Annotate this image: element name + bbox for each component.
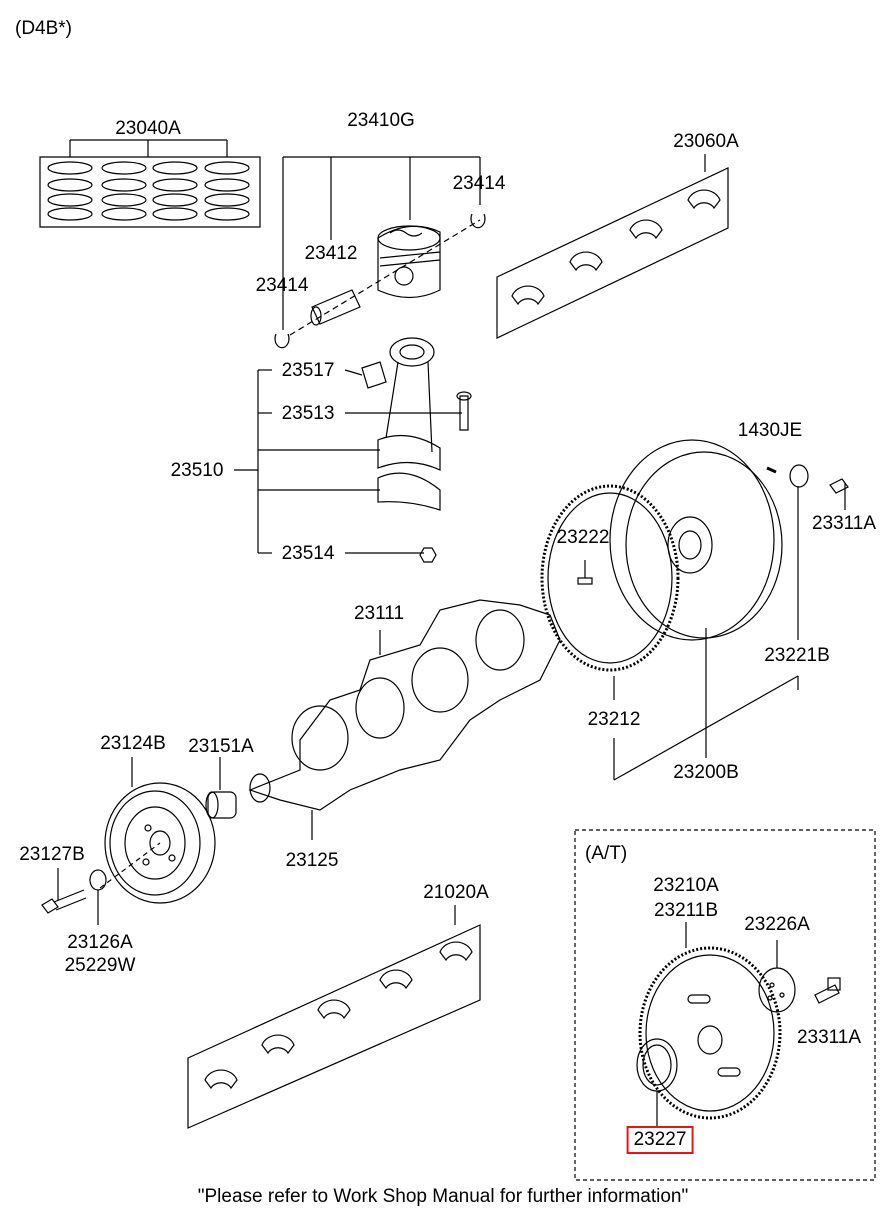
flywheel-illustration (540, 439, 849, 781)
part-label-25229W[interactable]: 25229W (64, 955, 136, 976)
damper-pulley-illustration (41, 757, 237, 925)
part-label-23414-left[interactable]: 23414 (255, 275, 309, 296)
part-label-23060A[interactable]: 23060A (673, 131, 739, 152)
part-label-23517[interactable]: 23517 (281, 360, 335, 381)
part-label-23200B[interactable]: 23200B (673, 762, 739, 783)
part-label-23311A-top[interactable]: 23311A (811, 513, 877, 534)
part-label-23227-highlighted[interactable]: 23227 (626, 1126, 694, 1154)
part-label-23410G[interactable]: 23410G (347, 110, 415, 131)
part-label-1430JE[interactable]: 1430JE (737, 420, 803, 441)
part-label-23125[interactable]: 23125 (285, 850, 339, 871)
connecting-rod-illustration (234, 337, 472, 563)
part-label-23127B[interactable]: 23127B (19, 844, 85, 865)
crankshaft-illustration (248, 599, 561, 840)
part-label-23040A[interactable]: 23040A (115, 118, 181, 139)
upper-bearing-shells-illustration (496, 154, 729, 339)
part-label-23221B[interactable]: 23221B (764, 645, 830, 666)
part-label-23111[interactable]: 23111 (353, 603, 405, 624)
lower-bearing-shells-illustration (187, 905, 481, 1129)
part-label-23211B[interactable]: 23211B (653, 900, 719, 921)
variant-label: (D4B*) (15, 18, 73, 39)
part-label-23222[interactable]: 23222 (556, 527, 610, 548)
at-section-label: (A/T) (585, 843, 628, 864)
part-label-23514[interactable]: 23514 (281, 543, 335, 564)
part-label-23124B[interactable]: 23124B (100, 733, 166, 754)
part-label-23513[interactable]: 23513 (281, 403, 335, 424)
part-label-23212[interactable]: 23212 (587, 709, 641, 730)
part-label-21020A[interactable]: 21020A (423, 882, 489, 903)
piston-ring-set-illustration (39, 139, 261, 228)
part-label-23226A[interactable]: 23226A (744, 914, 810, 935)
part-label-23414-top[interactable]: 23414 (452, 173, 506, 194)
footer-note: "Please refer to Work Shop Manual for fu… (197, 1186, 689, 1207)
piston-assembly-illustration (274, 156, 486, 349)
part-label-23412[interactable]: 23412 (304, 243, 358, 264)
part-label-23210A[interactable]: 23210A (653, 875, 719, 896)
part-label-23151A[interactable]: 23151A (188, 736, 254, 757)
part-label-23311A-at[interactable]: 23311A (796, 1027, 862, 1048)
part-label-23126A[interactable]: 23126A (67, 932, 133, 953)
at-section-illustration (574, 829, 876, 1181)
part-label-23510[interactable]: 23510 (170, 460, 224, 481)
